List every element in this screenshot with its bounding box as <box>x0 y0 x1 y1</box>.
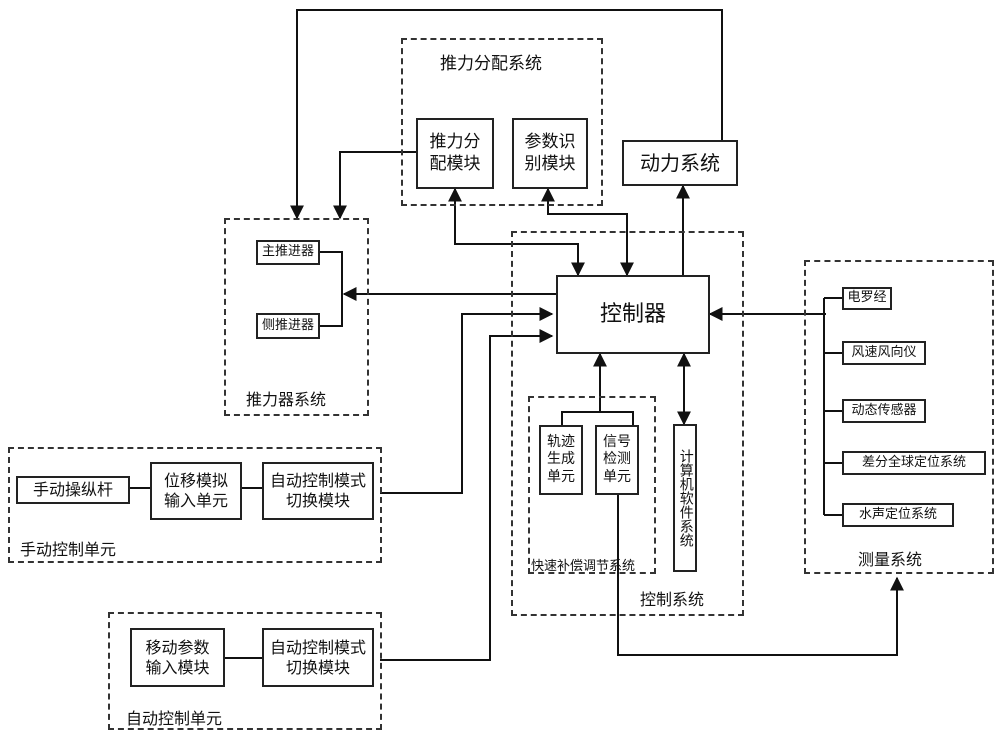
parameter-identification-module-label: 参数识别模块 <box>522 132 578 175</box>
auto-mode-switch-module: 自动控制模式切换模块 <box>262 628 374 687</box>
movement-parameter-input-module-label: 移动参数输入模块 <box>138 638 217 678</box>
manual-joystick: 手动操纵杆 <box>16 476 130 504</box>
manual-joystick-label: 手动操纵杆 <box>33 480 113 500</box>
signal-detection-unit-label: 信号检测单元 <box>601 434 633 487</box>
main-thruster-label: 主推进器 <box>262 244 314 260</box>
main-thruster: 主推进器 <box>256 240 320 265</box>
control-system-title: 控制系统 <box>640 586 704 610</box>
computer-software-system: 计算机软件系统 <box>673 424 697 572</box>
side-thruster-label: 侧推进器 <box>262 318 314 334</box>
measurement-item-label: 风速风向仪 <box>851 345 916 361</box>
displacement-input-unit: 位移模拟输入单元 <box>150 462 242 520</box>
measurement-item-gyrocompass: 电罗经 <box>842 287 892 310</box>
auto-control-unit-title: 自动控制单元 <box>126 705 222 729</box>
thrust-allocation-module-label: 推力分配模块 <box>426 132 484 175</box>
measurement-item-dgps: 差分全球定位系统 <box>842 451 986 475</box>
measurement-item-label: 差分全球定位系统 <box>862 455 966 471</box>
controller-label: 控制器 <box>600 301 666 329</box>
trajectory-generation-unit: 轨迹生成单元 <box>539 425 583 495</box>
manual-mode-switch-module-label: 自动控制模式切换模块 <box>266 471 370 511</box>
measurement-item-label: 动态传感器 <box>851 403 916 419</box>
measurement-system-title: 测量系统 <box>858 546 922 570</box>
displacement-input-unit-label: 位移模拟输入单元 <box>158 471 234 511</box>
signal-detection-unit: 信号检测单元 <box>595 425 639 495</box>
side-thruster: 侧推进器 <box>256 313 320 339</box>
manual-control-unit-title: 手动控制单元 <box>20 536 116 560</box>
thrust-allocation-module: 推力分配模块 <box>416 118 494 189</box>
computer-software-system-label: 计算机软件系统 <box>676 449 694 547</box>
measurement-item-dynamic-sensor: 动态传感器 <box>842 399 926 423</box>
manual-mode-switch-module: 自动控制模式切换模块 <box>262 462 374 520</box>
trajectory-generation-unit-label: 轨迹生成单元 <box>545 434 577 487</box>
measurement-item-label: 电罗经 <box>847 290 886 306</box>
measurement-item-label: 水声定位系统 <box>859 507 937 523</box>
measurement-item-acoustic-positioning: 水声定位系统 <box>842 503 954 527</box>
thrust-allocation-system-title: 推力分配系统 <box>440 49 542 74</box>
power-system: 动力系统 <box>622 140 738 186</box>
auto-mode-switch-module-label: 自动控制模式切换模块 <box>266 638 370 678</box>
thruster-system-title: 推力器系统 <box>246 386 326 410</box>
movement-parameter-input-module: 移动参数输入模块 <box>130 628 225 687</box>
parameter-identification-module: 参数识别模块 <box>512 118 588 189</box>
power-system-label: 动力系统 <box>640 151 720 176</box>
measurement-item-anemometer: 风速风向仪 <box>842 341 926 365</box>
fast-compensation-system-title: 快速补偿调节系统 <box>531 555 635 574</box>
controller: 控制器 <box>556 275 710 354</box>
